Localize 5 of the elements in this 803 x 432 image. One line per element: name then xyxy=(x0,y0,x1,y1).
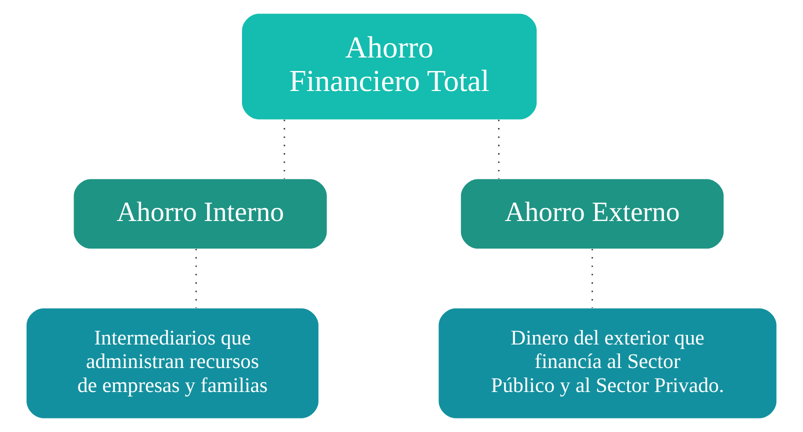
node-box: Ahorro Financiero Total xyxy=(242,14,537,120)
node-box: Intermediarios que administran recursos de empresas y familias xyxy=(26,308,318,418)
node-box: Ahorro Externo xyxy=(460,179,724,249)
node-box: Dinero del exterior que financía al Sector Público y al Sector Privado. xyxy=(438,308,776,418)
node-box: Ahorro Interno xyxy=(74,179,327,249)
